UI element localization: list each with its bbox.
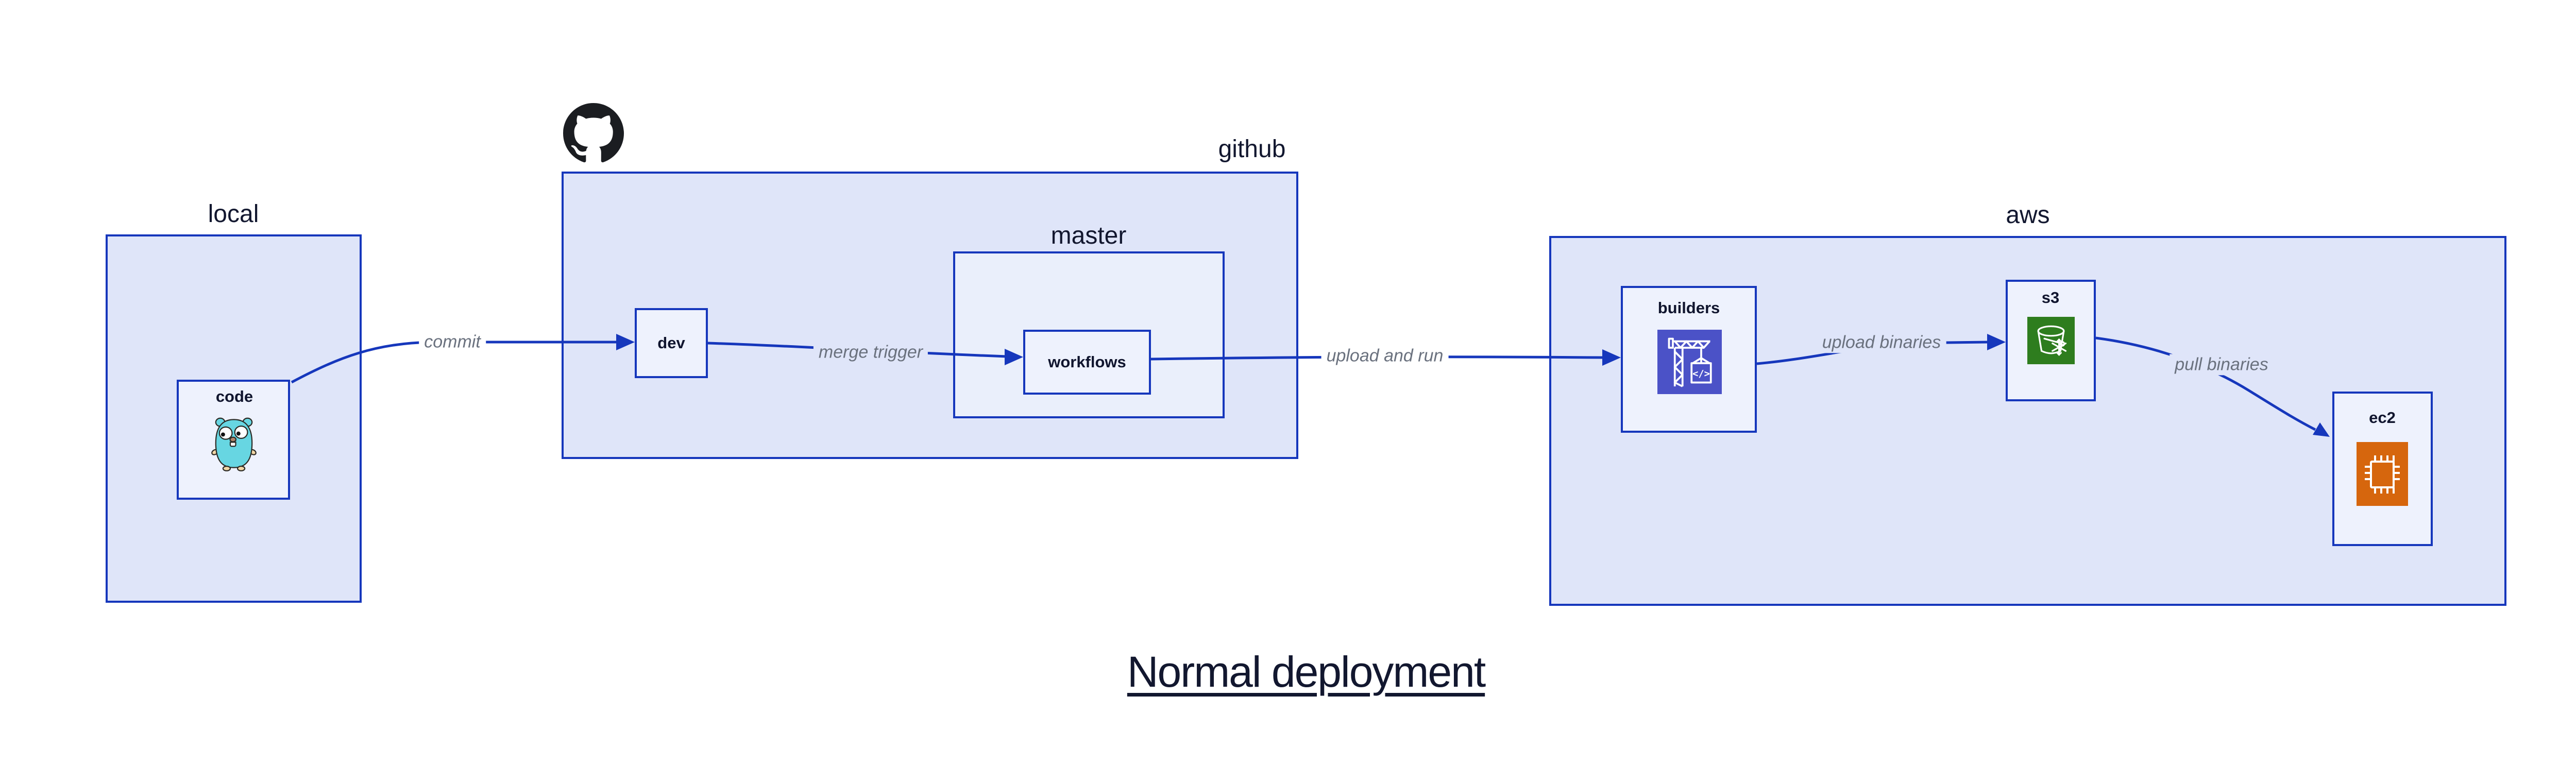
ec2-label: ec2 [2369, 409, 2396, 427]
aws-ec2-icon [2357, 442, 2408, 506]
github-label: github [1218, 135, 1286, 163]
node-workflows [1023, 330, 1151, 395]
edge-label-pull-binaries: pull binaries [2170, 354, 2274, 376]
builders-label: builders [1657, 299, 1720, 317]
diagram-title: Normal deployment [1127, 648, 1486, 696]
local-label: local [208, 200, 259, 228]
aws-s3-glacier-icon [2027, 317, 2075, 364]
edge-label-merge-trigger: merge trigger [813, 342, 928, 363]
edge-label-upload-and-run: upload and run [1321, 345, 1449, 367]
go-gopher-icon [211, 415, 257, 472]
s3-label: s3 [2041, 288, 2060, 307]
svg-text:</>: </> [1692, 368, 1710, 379]
workflows-label: workflows [1048, 353, 1126, 371]
node-dev [635, 308, 708, 378]
aws-label: aws [2006, 201, 2050, 229]
dev-label: dev [657, 334, 685, 352]
github-logo-icon [563, 103, 624, 164]
edge-label-upload-binaries: upload binaries [1817, 332, 1946, 353]
aws-codebuild-icon: </> [1657, 330, 1722, 394]
edge-label-commit: commit [419, 331, 486, 353]
code-label: code [215, 387, 253, 405]
master-label: master [1050, 222, 1127, 249]
